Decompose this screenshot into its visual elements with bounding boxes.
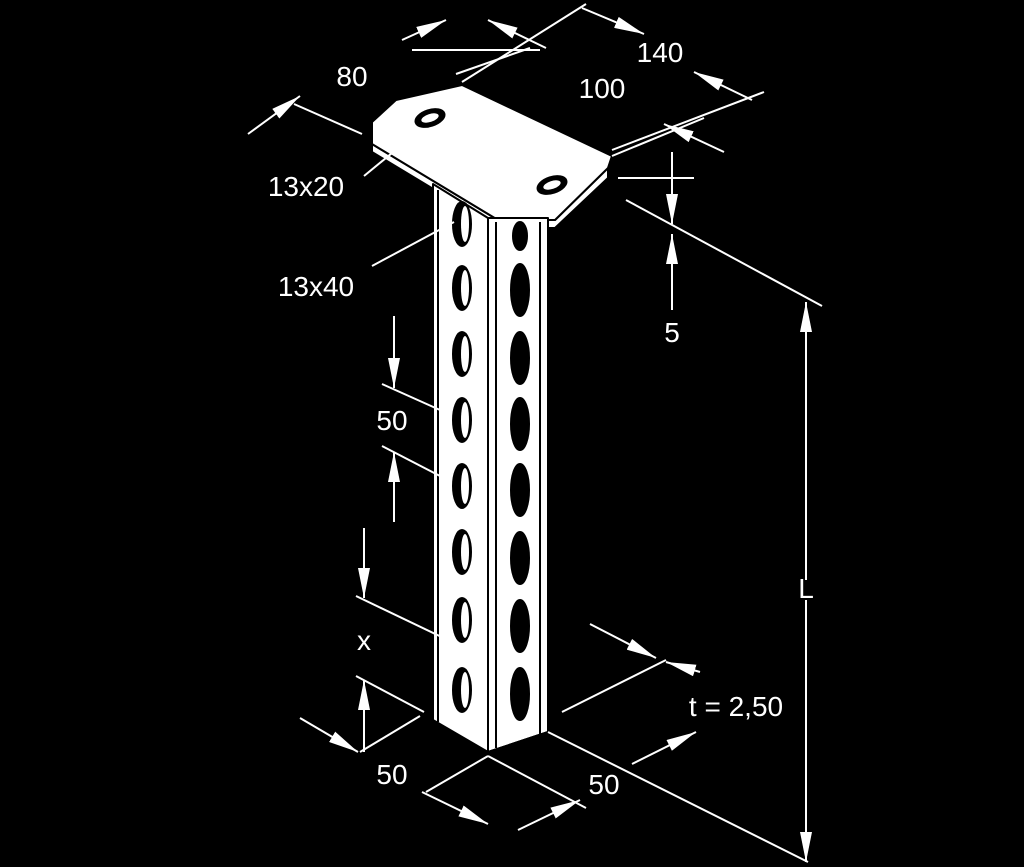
dim-label-slot-pitch: 50 — [376, 405, 407, 436]
dim-label-first-slot-offset: x — [357, 625, 371, 656]
dimension-lines — [247, 3, 823, 863]
dim-label-profile-width-right: 50 — [588, 769, 619, 800]
dim-label-plate-length: 140 — [637, 37, 684, 68]
dim-label-plate-depth: 80 — [336, 61, 367, 92]
right-face-slots — [510, 221, 530, 721]
dim-label-profile-width-left: 50 — [376, 759, 407, 790]
left-face-slots — [452, 201, 472, 713]
dim-label-length: L — [798, 573, 814, 604]
dim-label-plate-hole: 13x20 — [268, 171, 344, 202]
top-plate — [371, 84, 613, 229]
dim-label-wall-thickness: t = 2,50 — [689, 691, 783, 722]
channel-profile — [432, 183, 549, 753]
dim-label-plate-thickness: 5 — [664, 317, 680, 348]
dim-label-profile-slot: 13x40 — [278, 271, 354, 302]
dim-label-hole-spacing: 100 — [579, 73, 626, 104]
